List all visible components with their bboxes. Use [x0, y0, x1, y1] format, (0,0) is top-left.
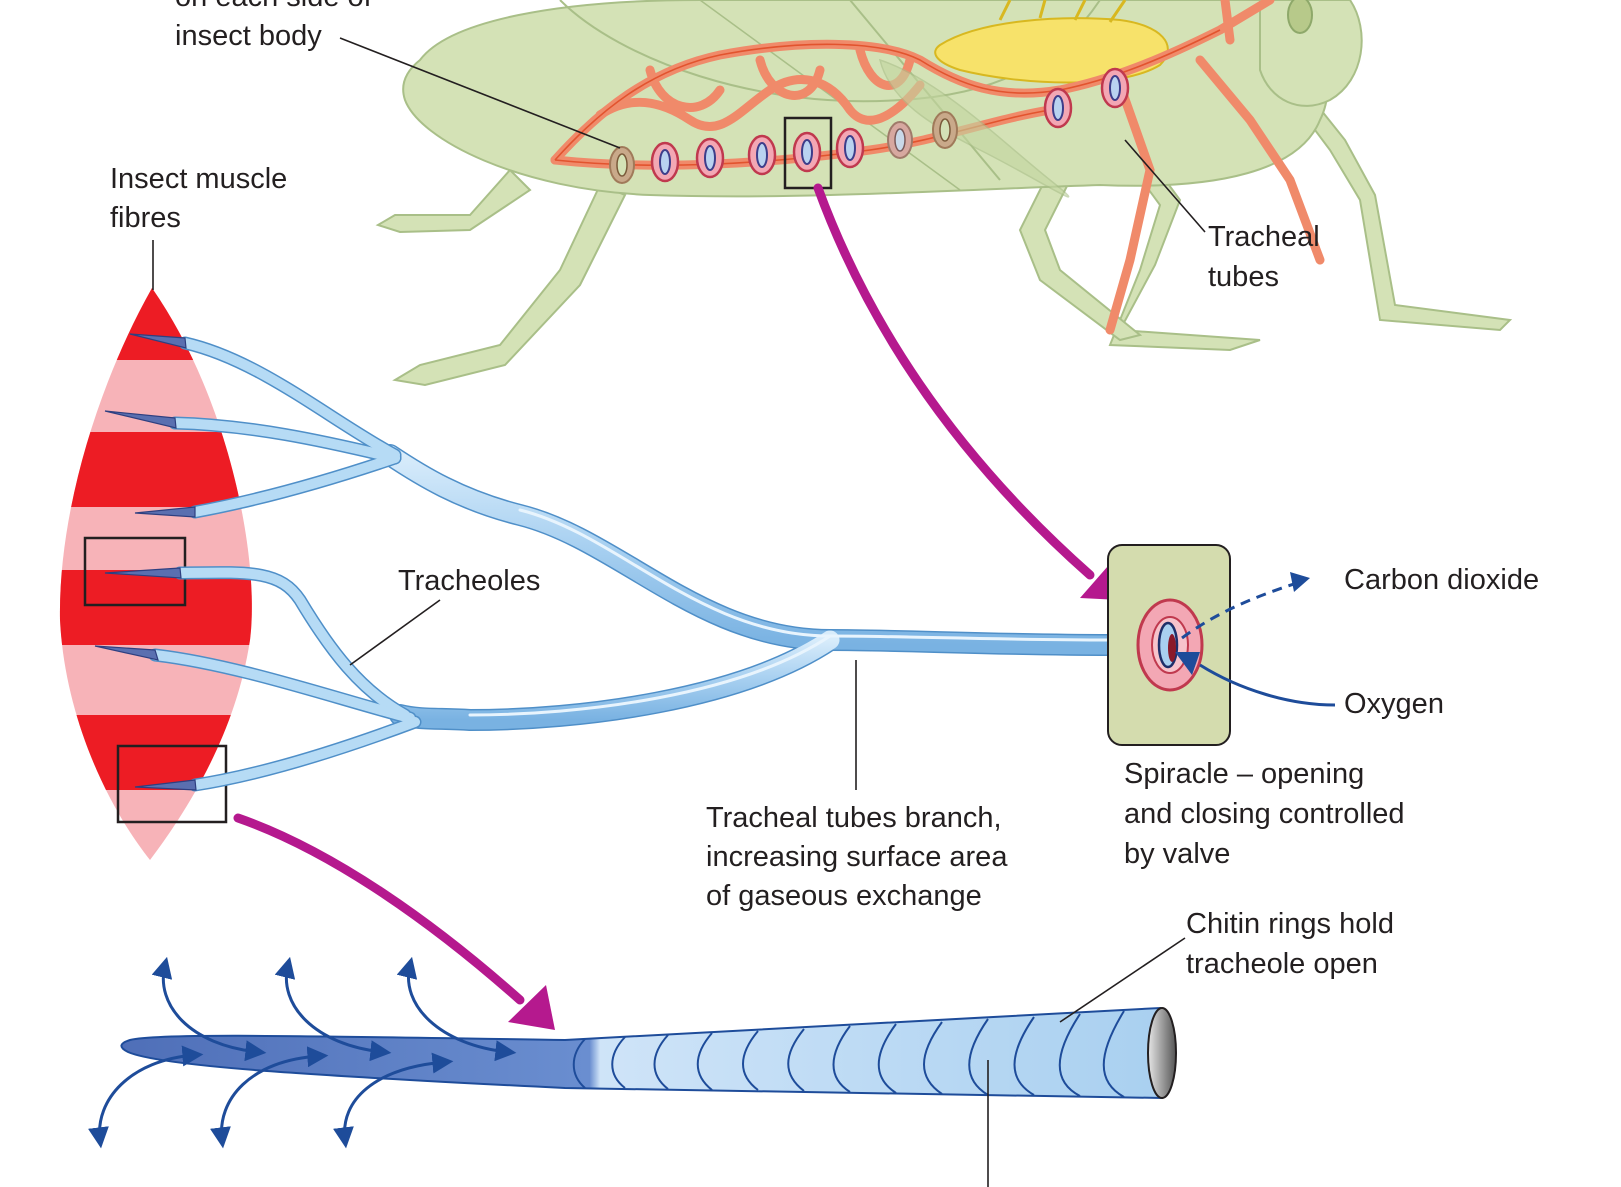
insect-body	[402, 0, 1329, 198]
label-spiracles-line1: on each side of	[175, 0, 373, 13]
body-spiracle	[747, 134, 777, 176]
tracheole-closeup	[88, 937, 1186, 1187]
label-carbon-dioxide: Carbon dioxide	[1344, 564, 1539, 596]
diffusion-arrows	[88, 956, 517, 1149]
body-spiracle	[695, 137, 725, 179]
tracheal-branches	[94, 333, 1121, 792]
labels: on each side of insect body Insect muscl…	[110, 0, 1539, 980]
label-spiracle-line2: and closing controlled	[1124, 798, 1405, 830]
label-branch-line2: increasing surface area	[706, 841, 1008, 873]
tracheal-tubes-leader	[1124, 139, 1206, 233]
body-spiracles	[609, 67, 1130, 184]
chitin-leader	[1059, 937, 1186, 1023]
spiracle-detail	[1107, 544, 1336, 746]
zoom-arrow-tracheole-head	[508, 985, 555, 1030]
label-muscle-line2: fibres	[110, 202, 181, 234]
tracheole-opening	[1147, 1007, 1177, 1099]
label-tracheal-tubes-line2: tubes	[1208, 261, 1279, 293]
label-spiracle-line3: by valve	[1124, 838, 1230, 870]
body-spiracle	[792, 131, 822, 173]
label-tracheal-tubes-line1: Tracheal	[1208, 221, 1320, 253]
label-branch-line1: Tracheal tubes branch,	[706, 802, 1002, 834]
label-chitin-line1: Chitin rings hold	[1186, 908, 1394, 940]
spiracle-zoom-box	[783, 116, 833, 190]
body-spiracle	[1100, 67, 1130, 109]
body-spiracle	[1043, 87, 1073, 129]
spiracles-leader	[339, 37, 621, 149]
body-spiracle	[932, 111, 958, 149]
body-spiracle	[609, 146, 635, 184]
insect-head	[1259, 0, 1363, 107]
label-muscle-line1: Insect muscle	[110, 163, 287, 195]
oxygen-arrow	[1199, 663, 1336, 707]
zoom-arrow-spiracle	[813, 183, 1095, 580]
label-branch-line3: of gaseous exchange	[706, 880, 982, 912]
body-spiracle	[650, 141, 680, 183]
body-spiracle	[835, 127, 865, 169]
body-spiracle	[887, 121, 913, 159]
zoom-arrow-tracheole	[233, 813, 525, 1005]
tracheoles-leader	[349, 599, 441, 666]
insect-gut	[934, 17, 1169, 84]
label-spiracles-line2: insect body	[175, 20, 322, 52]
label-spiracle-line1: Spiracle – opening	[1124, 758, 1364, 790]
label-tracheoles: Tracheoles	[398, 565, 540, 597]
grasshopper-illustration	[375, 0, 1513, 387]
label-oxygen: Oxygen	[1344, 688, 1444, 720]
insect-eye	[1287, 0, 1313, 34]
label-chitin-line2: tracheole open	[1186, 948, 1378, 980]
